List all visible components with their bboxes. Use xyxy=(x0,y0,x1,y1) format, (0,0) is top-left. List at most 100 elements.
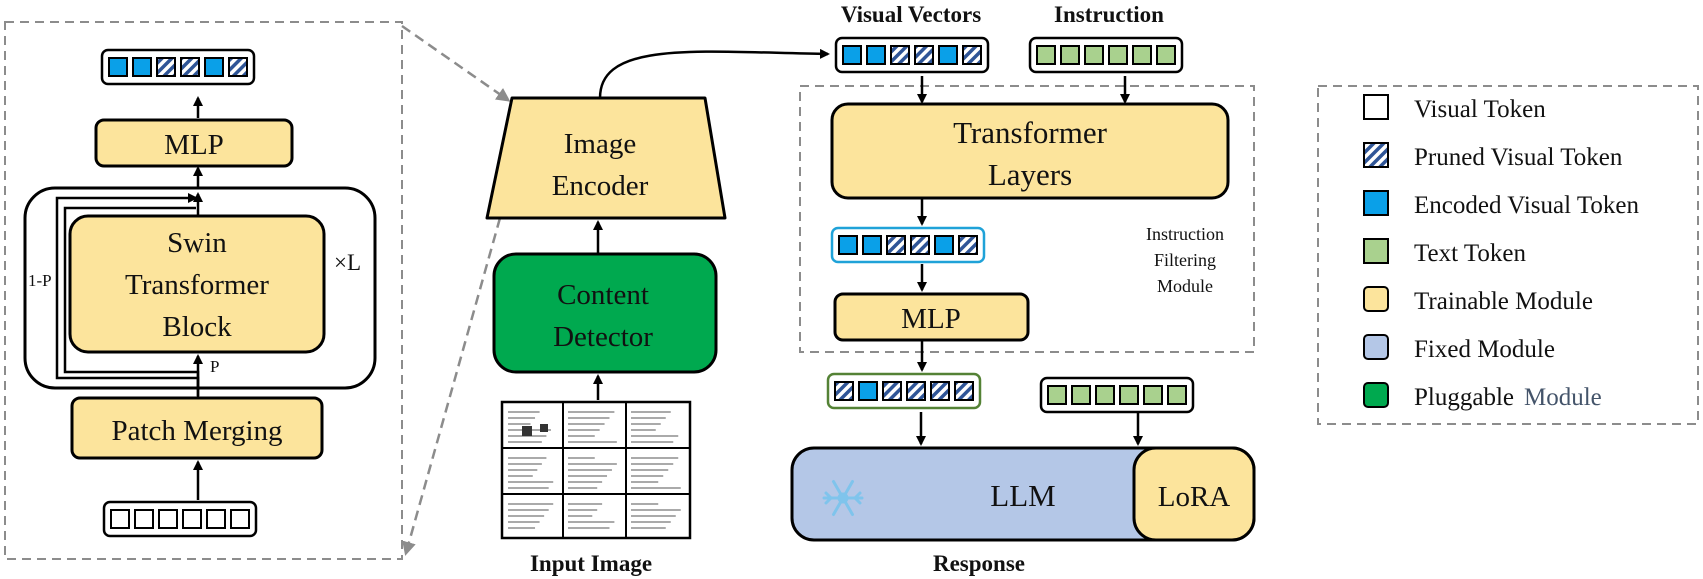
pluggable-swatch xyxy=(1363,382,1389,408)
swin-block-line1: Swin xyxy=(167,227,227,259)
swin-detail-panel xyxy=(4,21,403,560)
encoded-token xyxy=(204,57,224,77)
pruned-token xyxy=(958,235,978,255)
encoded-token xyxy=(862,235,882,255)
content-detector-line2: Detector xyxy=(553,321,653,353)
pruned-token xyxy=(910,235,930,255)
pruned-token xyxy=(228,57,248,77)
encoded-token xyxy=(838,235,858,255)
llm-text-tokens xyxy=(1039,376,1195,414)
text-token xyxy=(1156,45,1176,65)
pruned-token xyxy=(156,57,176,77)
patch-merging-box xyxy=(70,396,324,460)
legend-label: Visual Token xyxy=(1414,96,1546,123)
keep-label: P xyxy=(210,357,219,376)
skip-label: 1-P xyxy=(28,271,52,290)
fixed-swatch xyxy=(1363,334,1389,360)
patch-merging-label: Patch Merging xyxy=(111,415,282,447)
arrow-encoder-to-vectors xyxy=(598,48,830,99)
swin-block-line2: Transformer xyxy=(125,269,269,301)
llm-label: LLM xyxy=(990,478,1055,513)
visual-token xyxy=(110,509,130,529)
zoom-connector-bottom xyxy=(402,217,502,556)
encoded-token xyxy=(938,45,958,65)
pruned-token xyxy=(886,235,906,255)
text-token xyxy=(1036,45,1056,65)
image-encoder-box xyxy=(485,96,727,220)
legend-item-pruned: Pruned Visual Token xyxy=(1363,142,1623,171)
lora-label: LoRA xyxy=(1158,481,1231,513)
transformer-line2: Layers xyxy=(988,157,1072,192)
image-encoder-line1: Image xyxy=(564,128,636,160)
filter-module-line2: Filtering xyxy=(1154,250,1216,270)
pruned-output-tokens xyxy=(100,48,256,86)
pruned-token xyxy=(906,381,926,401)
filter-module-line1: Instruction xyxy=(1146,224,1224,244)
visual-token xyxy=(206,509,226,529)
transformer-layers-box xyxy=(830,102,1230,200)
legend-item-fixed: Fixed Module xyxy=(1363,334,1555,363)
legend-label: Encoded Visual Token xyxy=(1414,192,1639,219)
swin-mlp-label: MLP xyxy=(164,129,224,161)
pruned-token xyxy=(962,45,982,65)
text-swatch xyxy=(1363,238,1389,264)
legend-label: Fixed Module xyxy=(1414,336,1555,363)
legend-label: Trainable Module xyxy=(1414,288,1593,315)
pruned-token xyxy=(914,45,934,65)
pruned-token xyxy=(890,45,910,65)
legend-label: Text Token xyxy=(1414,240,1526,267)
text-token xyxy=(1071,385,1091,405)
visual-vector-tokens xyxy=(834,36,990,74)
encoded-token xyxy=(108,57,128,77)
snowflake-icon xyxy=(822,480,864,516)
visual-token xyxy=(182,509,202,529)
visual-token xyxy=(134,509,154,529)
filter-mlp-label: MLP xyxy=(901,303,961,335)
swin-block-line3: Block xyxy=(162,311,232,343)
filtered-visual-tokens xyxy=(830,226,986,264)
visual-swatch xyxy=(1363,94,1389,120)
response-label: Response xyxy=(933,551,1025,576)
trainable-swatch xyxy=(1363,286,1389,312)
instruction-tokens xyxy=(1028,36,1184,74)
text-token xyxy=(1119,385,1139,405)
encoded-token xyxy=(842,45,862,65)
legend-label: Pruned Visual Token xyxy=(1414,144,1623,171)
image-encoder-line2: Encoder xyxy=(552,170,649,202)
visual-input-tokens xyxy=(102,500,258,538)
pruned-token xyxy=(930,381,950,401)
text-token xyxy=(1143,385,1163,405)
pruned-token xyxy=(882,381,902,401)
text-token xyxy=(1084,45,1104,65)
pruned-token xyxy=(180,57,200,77)
pruned-token xyxy=(954,381,974,401)
pruned-token xyxy=(834,381,854,401)
encoded-token xyxy=(866,45,886,65)
visual-token xyxy=(158,509,178,529)
content-detector-box xyxy=(492,252,718,374)
legend-item-encoded: Encoded Visual Token xyxy=(1363,190,1639,219)
filter-mlp-box xyxy=(833,292,1030,342)
visual-vectors-label: Visual Vectors xyxy=(841,2,981,27)
filter-module-line3: Module xyxy=(1157,276,1213,296)
lora-box xyxy=(1132,446,1256,542)
llm-visual-tokens xyxy=(826,372,982,410)
text-token xyxy=(1060,45,1080,65)
input-image-label: Input Image xyxy=(530,551,652,576)
transformer-line1: Transformer xyxy=(953,115,1108,150)
encoded-token xyxy=(934,235,954,255)
legend-item-text: Text Token xyxy=(1363,238,1526,267)
text-token xyxy=(1167,385,1187,405)
text-token xyxy=(1095,385,1115,405)
text-token xyxy=(1047,385,1067,405)
encoded-token xyxy=(858,381,878,401)
visual-token xyxy=(230,509,250,529)
instruction-filtering-module xyxy=(799,85,1255,353)
repeat-container xyxy=(23,186,377,390)
pruned-swatch xyxy=(1363,142,1389,168)
repeat-label: ×L xyxy=(334,250,361,275)
